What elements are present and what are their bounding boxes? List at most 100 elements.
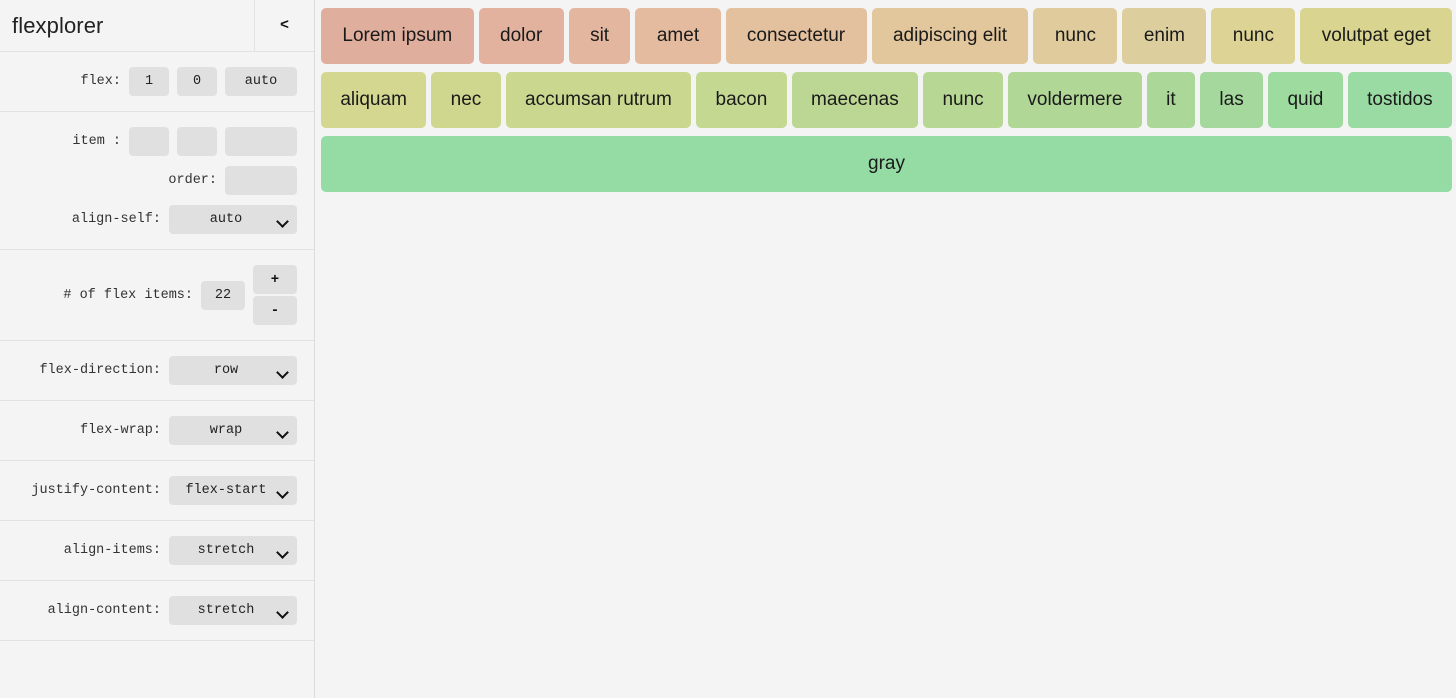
flex-container: Lorem ipsum dolor sit amet consectetur adipis… [321,8,1456,200]
section-flex-shorthand: flex: [0,52,314,112]
control-row: flex-wrap: nowrapwrapwrap-reverse [0,411,314,450]
sidebar-sections: flex: item : order: align-self: autoflex-sta… [0,52,314,641]
flex-item-label: voldermere [1027,89,1123,110]
section-justify-content: justify-content: flex-startflex-endcenter… [0,461,314,521]
flex-item-label: nunc [1054,25,1097,46]
flex-item-label: volutpat eget [1321,25,1431,46]
flex-item[interactable]: aliquam [321,72,427,128]
flex-item-label: adipiscing elit [892,25,1008,46]
flex-item-label: tostidos [1367,89,1433,110]
flex-direction-select-wrap: rowrow-reversecolumncolumn-reverse [169,356,297,385]
control-row: align-items: stretchflex-startflex-endcen… [0,531,314,570]
flex-wrap-select[interactable]: nowrapwrapwrap-reverse [169,416,297,445]
flex-item-label: las [1219,89,1244,110]
flex-item[interactable]: it [1146,72,1196,128]
order-input[interactable] [225,166,297,195]
section-flex-direction: flex-direction: rowrow-reversecolumncolum… [0,341,314,401]
flex-item-label: enim [1143,25,1185,46]
flex-item[interactable]: amet [635,8,721,64]
flex-item[interactable]: sit [568,8,631,64]
section-item-count: # of flex items: +- [0,250,314,341]
align-items-select[interactable]: stretchflex-startflex-endcenterbaseline [169,536,297,565]
section-align-items: align-items: stretchflex-startflex-endcen… [0,521,314,581]
control-label: align-self: [71,212,161,227]
control-row: # of flex items: +- [0,260,314,330]
flex-item-label: sit [590,25,610,46]
control-row: justify-content: flex-startflex-endcenter… [0,471,314,510]
section-align-content: align-content:stretchflex-startflex-endc… [0,581,314,641]
item-basis-input[interactable] [225,127,297,156]
control-row: item : [0,122,314,161]
flex-item-label: amet [656,25,700,46]
control-row: flex-direction: rowrow-reversecolumncolum… [0,351,314,390]
align-self-select-wrap: autoflex-startflex-endcenterbaselinestre… [169,205,297,234]
flex-item[interactable]: maecenas [791,72,919,128]
flex-item[interactable]: nunc [1033,8,1118,64]
page-title: flexplorer [0,0,255,51]
flex-item[interactable]: nec [431,72,501,128]
justify-content-select-wrap: flex-startflex-endcenterspace-betweenspa… [169,476,297,505]
control-row: flex: [0,62,314,101]
control-row: align-self: autoflex-startflex-endcenterb… [0,200,314,239]
flex-wrap-select-wrap: nowrapwrapwrap-reverse [169,416,297,445]
flex-item-label: maecenas [811,89,899,110]
item-shrink-input[interactable] [177,127,217,156]
control-row: order: [0,161,314,200]
control-label: order: [168,173,217,188]
align-content-select[interactable]: stretchflex-startflex-endcenterspace-bet… [169,596,297,625]
flex-item[interactable]: las [1200,72,1264,128]
flex-item[interactable]: adipiscing elit [871,8,1029,64]
section-item-properties: item : order: align-self: autoflex-startfle… [0,112,314,250]
flex-item-label: it [1166,89,1176,110]
flex-item[interactable]: quid [1268,72,1343,128]
align-content-select-wrap: stretchflex-startflex-endcenterspace-bet… [169,596,297,625]
flex-item-count-input[interactable] [201,280,245,310]
flex-item-label: nec [450,89,482,110]
flex-item[interactable]: nunc [1211,8,1296,64]
flex-canvas: Lorem ipsum dolor sit amet consectetur adipis… [315,0,1456,698]
flex-item-label: quid [1287,89,1324,110]
increment-button[interactable]: + [253,265,297,294]
control-label: flex-wrap: [79,423,161,438]
flex-item-label: accumsan rutrum [525,89,672,110]
chevron-left-icon[interactable]: < [255,0,314,51]
flex-grow-input[interactable] [129,67,169,96]
control-label: flex-direction: [39,363,161,378]
control-row: align-content:stretchflex-startflex-endc… [0,591,314,630]
flex-item-label: nunc [1232,25,1274,46]
flex-item[interactable]: tostidos [1347,72,1452,128]
flex-item-count-stepper: +- [253,265,297,325]
flex-item[interactable]: dolor [478,8,564,64]
flex-item-label: nunc [942,89,984,110]
control-label: align-items: [63,543,161,558]
sidebar-header: flexplorer < [0,0,314,52]
flex-item[interactable]: enim [1122,8,1207,64]
item-grow-input[interactable] [129,127,169,156]
control-label: justify-content: [31,483,161,498]
justify-content-select[interactable]: flex-startflex-endcenterspace-betweenspa… [169,476,297,505]
flex-item[interactable]: gray [321,136,1452,192]
controls-sidebar: flexplorer < flex: item : order: align-self… [0,0,315,698]
control-label: # of flex items: [63,287,193,303]
flex-basis-input[interactable] [225,67,297,96]
control-label: flex: [80,74,121,89]
flex-item[interactable]: Lorem ipsum [321,8,474,64]
flex-shrink-input[interactable] [177,67,217,96]
flex-item[interactable]: nunc [923,72,1004,128]
flex-item-label: gray [868,153,905,174]
flex-item-label: dolor [500,25,543,46]
decrement-button[interactable]: - [253,296,297,325]
align-items-select-wrap: stretchflex-startflex-endcenterbaseline [169,536,297,565]
flex-item[interactable]: bacon [696,72,787,128]
flex-item[interactable]: consectetur [725,8,867,64]
flex-item[interactable]: voldermere [1008,72,1142,128]
flex-item[interactable]: accumsan rutrum [505,72,692,128]
flex-direction-select[interactable]: rowrow-reversecolumncolumn-reverse [169,356,297,385]
align-self-select[interactable]: autoflex-startflex-endcenterbaselinestre… [169,205,297,234]
control-label: item : [72,134,121,149]
flex-item-label: Lorem ipsum [342,25,453,46]
flex-item-label: aliquam [340,89,407,110]
flex-item[interactable]: volutpat eget [1300,8,1453,64]
section-flex-wrap: flex-wrap: nowrapwrapwrap-reverse [0,401,314,461]
